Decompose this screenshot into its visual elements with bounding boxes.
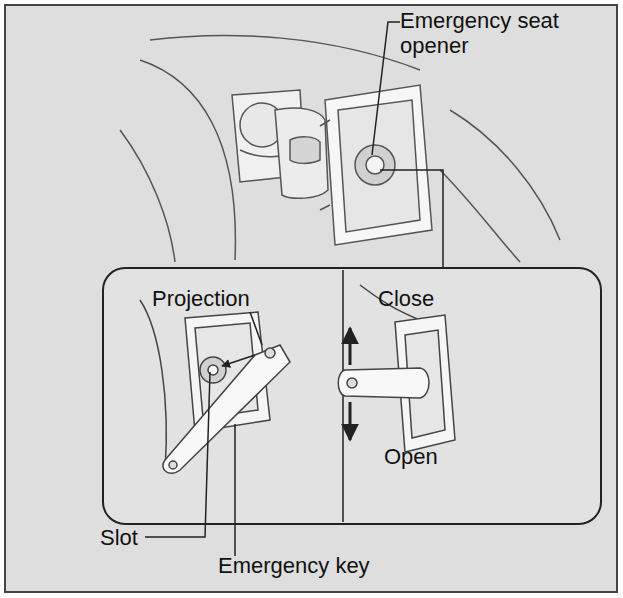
part-name: Projection: [152, 286, 312, 311]
scooter-panel: [120, 35, 560, 262]
part-name: Emergency seat opener: [400, 8, 615, 58]
direction-label: Close: [378, 286, 498, 311]
key-insert-view: [140, 300, 290, 473]
part-name: Emergency key: [218, 553, 418, 578]
leader-lines: [372, 22, 443, 268]
frame: [5, 5, 617, 592]
inset-panel: [103, 268, 601, 524]
part-name: Slot: [100, 525, 180, 550]
leader-lines: [145, 312, 262, 556]
direction-label: Open: [384, 444, 504, 469]
direction-arrows: [349, 328, 352, 440]
